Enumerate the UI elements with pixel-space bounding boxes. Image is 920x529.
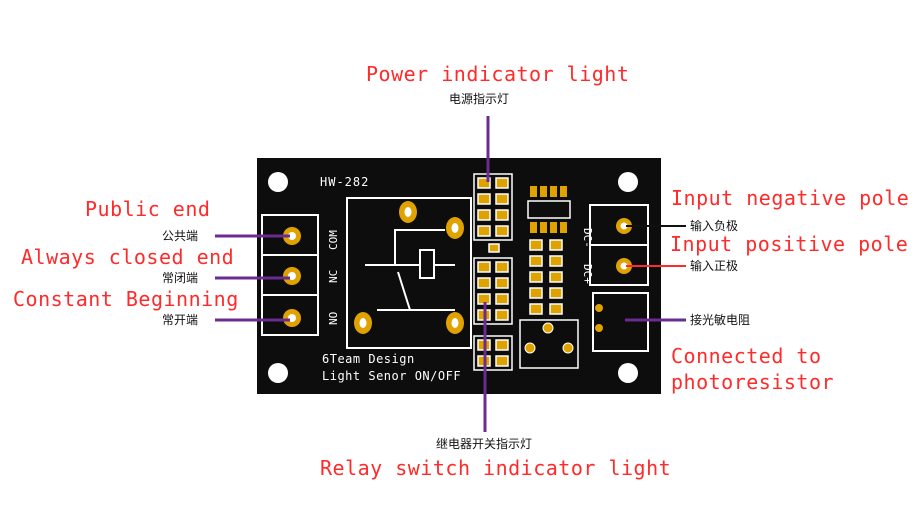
potentiometer-pad [542, 322, 554, 334]
label-relay-en: Relay switch indicator light [320, 456, 672, 480]
potentiometer-outline [519, 319, 579, 369]
input-terminal [589, 204, 649, 286]
mounting-hole [268, 363, 288, 383]
label-open-cn: 常开端 [162, 313, 199, 327]
label-power-en: Power indicator light [366, 62, 630, 86]
label-open-en: Constant Beginning [13, 287, 239, 311]
label-public-en: Public end [85, 197, 211, 221]
mounting-hole [618, 363, 638, 383]
label-photo-en1: Connected to [671, 344, 822, 368]
label-public-cn: 公共端 [162, 229, 199, 243]
label-pos-cn: 输入正极 [690, 259, 739, 273]
label-photo-cn: 接光敏电阻 [690, 313, 751, 327]
board-footer-line2: Light Senor ON/OFF [322, 369, 461, 383]
silk-dc-plus: DC+ [581, 264, 594, 284]
potentiometer-pad [524, 342, 536, 354]
mounting-hole [618, 172, 638, 192]
label-closed-cn: 常闭端 [162, 271, 199, 285]
mounting-hole [268, 172, 288, 192]
screw-terminal [261, 214, 319, 336]
board-footer-line1: 6Team Design [322, 352, 415, 366]
board-model-label: HW-282 [320, 175, 369, 189]
ic-footprint [530, 186, 567, 233]
potentiometer-pad [562, 342, 574, 354]
label-neg-cn: 输入负极 [690, 219, 739, 233]
label-photo-en2: photoresistor [671, 370, 835, 394]
smd-outline [473, 173, 513, 371]
smd-pad-column-right [529, 239, 563, 315]
label-closed-en: Always closed end [21, 245, 235, 269]
relay-pads [354, 201, 464, 334]
terminal-screws [283, 227, 301, 327]
silk-com: COM [327, 230, 340, 250]
photoresistor-header [592, 292, 649, 352]
ic-outline [527, 200, 571, 219]
silk-no: NO [327, 312, 340, 325]
silk-nc: NC [327, 270, 340, 283]
label-relay-cn: 继电器开关指示灯 [436, 437, 533, 451]
label-pos-en: Input positive pole [670, 232, 909, 256]
label-power-cn: 电源指示灯 [449, 92, 510, 106]
label-neg-en: Input negative pole [671, 186, 910, 210]
relay-outline [346, 197, 472, 349]
